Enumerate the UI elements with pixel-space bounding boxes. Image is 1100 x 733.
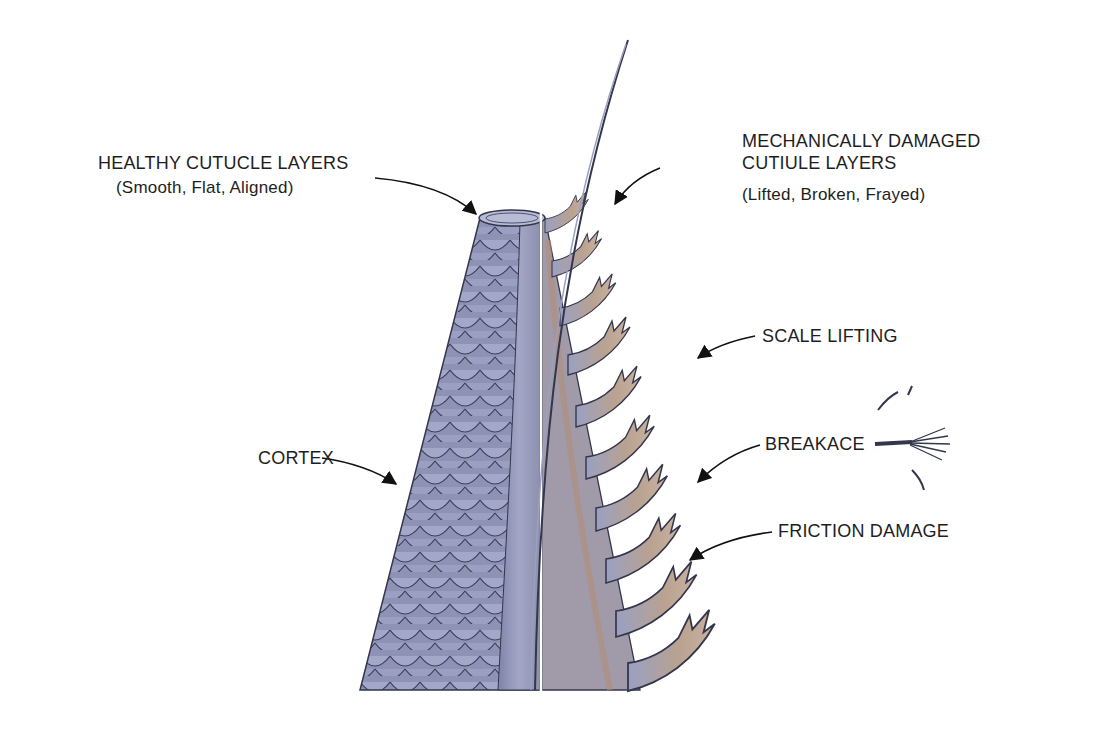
callout-label: (Smooth, Flat, Aligned) [116,177,294,199]
hair-strand-shade [531,44,626,690]
leader-lines [322,168,772,560]
healthy-cuticle [360,218,540,690]
callout-label: CORTEX [258,447,334,469]
callout-label: FRICTION DAMAGE [778,520,949,542]
hair-strand [535,40,628,690]
breakage-fray [875,386,950,490]
callout-label: (Lifted, Broken, Frayed) [742,184,925,206]
callout-label: HEALTHY CUTUCLE LAYERS [98,152,348,174]
split-line [540,212,543,692]
shaft-top-inner [486,213,538,223]
callout-label: MECHANICALLY DAMAGED CUTIULE LAYERS [742,130,1022,174]
callout-label: BREAKACE [765,433,865,455]
callout-label: SCALE LIFTING [762,325,898,347]
shaft-top [479,210,545,226]
